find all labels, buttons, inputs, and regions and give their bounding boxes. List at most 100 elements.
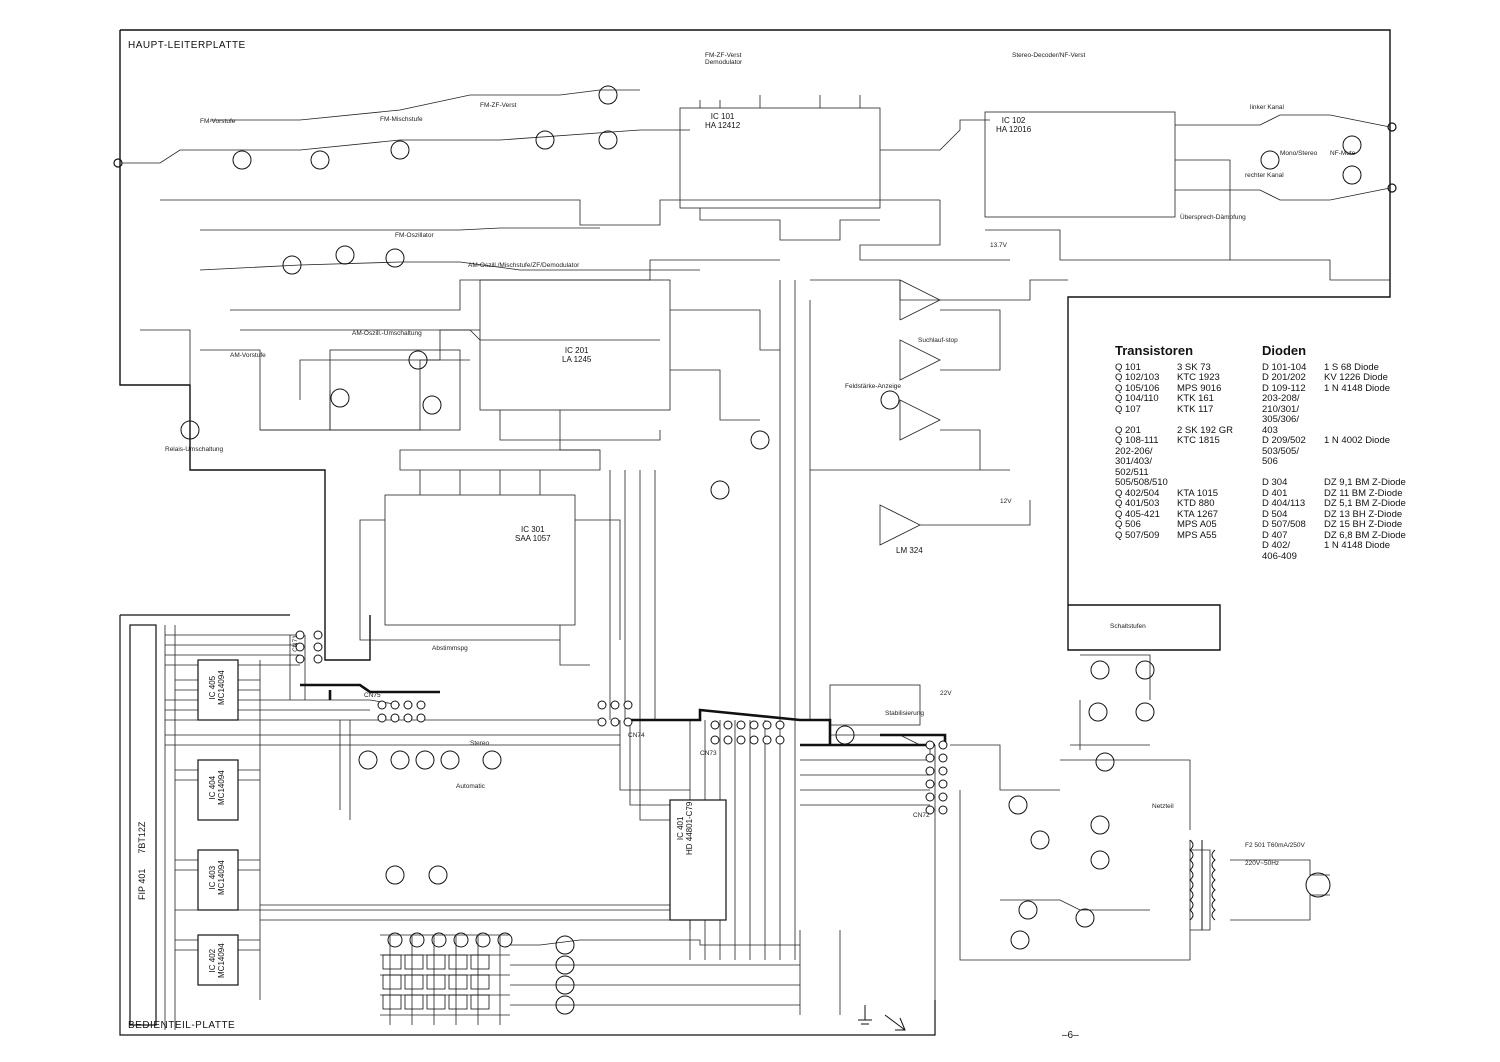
transistor-type: KTK 117 (1177, 403, 1214, 415)
diode-ref: D 209/502 (1262, 435, 1306, 446)
transistor-row: 301/403/ (1115, 456, 1233, 468)
connector-cn74: CN74 (628, 732, 645, 739)
panel-board-outline (119, 615, 936, 1036)
diode-ref: D 109-112 (1262, 382, 1306, 394)
section-fm-vorstufe: FM-Vorstufe (200, 118, 236, 125)
diode-row: D 209/502 1 N 4002 Diode (1262, 435, 1406, 447)
section-am-oszill: AM-Oszill./Mischstufe/ZF/Demodulator (468, 262, 580, 269)
ic302-label: LM 324 (896, 546, 923, 555)
supply-22v: 22V (940, 690, 952, 697)
diode-row: D 401 DZ 11 BM Z-Diode (1262, 487, 1406, 500)
diode-ref: 305/306/ (1262, 414, 1299, 425)
transistor-ref: 505/508/510 (1115, 477, 1168, 488)
diode-ref: 503/505/ (1262, 445, 1299, 457)
transistor-ref: Q 405-421 (1115, 508, 1160, 520)
section-fm-zf-demod: FM-ZF-Verst Demodulator (705, 52, 743, 66)
supply-12v: 12V (1000, 498, 1012, 505)
diode-row: 506 (1262, 456, 1406, 468)
page-number: –6– (1062, 1030, 1079, 1041)
diode-type: 1 N 4002 Diode (1324, 435, 1391, 446)
section-suchlauf: Suchlauf-stop (918, 337, 958, 344)
fip-display-body (129, 624, 157, 1026)
main-board-label: HAUPT-LEITERPLATTE (128, 40, 246, 51)
diode-row: 203-208/ (1262, 393, 1406, 405)
section-fm-mischstufe: FM-Mischstufe (380, 116, 423, 123)
section-netzteil: Netzteil (1152, 803, 1174, 810)
section-relais: Relais-Umschaltung (165, 446, 224, 453)
panel-board-label: BEDIENTEIL-PLATTE (128, 1020, 236, 1031)
ic401-body (669, 799, 727, 921)
diode-row: 403 (1262, 424, 1406, 437)
diode-type: 1 S 68 Diode (1324, 361, 1379, 373)
transistor-row (1115, 415, 1233, 426)
diode-ref: 203-208/ (1262, 393, 1300, 404)
supply-mains: 220V~50Hz (1245, 860, 1280, 867)
ic-packages (129, 624, 727, 1026)
connector-cn75: CN75 (364, 692, 381, 699)
section-uebersprech: Übersprech-Dämpfung (1180, 214, 1246, 221)
diode-legend-title: Dioden (1262, 343, 1307, 358)
transistor-type: KTC 1815 (1177, 435, 1220, 446)
fip-label: FIP 401 7BT12Z (137, 821, 147, 900)
transistor-symbols (180, 85, 1362, 1015)
diode-ref: 403 (1262, 424, 1278, 436)
diode-type: 1 N 4148 Diode (1324, 540, 1391, 551)
section-fm-oszillator: FM-Oszillator (395, 232, 434, 239)
wiring-traces (122, 89, 1391, 1030)
transistor-type: 2 SK 192 GR (1177, 424, 1233, 436)
transistor-type: KTA 1015 (1177, 487, 1219, 499)
diode-ref: D 201/202 (1262, 372, 1306, 383)
transistor-type: MPS 9016 (1177, 382, 1222, 394)
supply-13-7v: 13.7V (990, 242, 1007, 249)
transistor-ref: Q 507/509 (1115, 529, 1160, 541)
supply-fuse: F2 501 T60mA/250V (1245, 842, 1305, 849)
ic402-body (197, 934, 239, 986)
section-fm-zf-verst: FM-ZF-Verst (480, 102, 517, 109)
diode-row: D 201/202 KV 1226 Diode (1262, 372, 1406, 384)
section-abstimmspg: Abstimmspg (432, 645, 468, 652)
diode-type: DZ 13 BH Z-Diode (1324, 508, 1403, 520)
diode-ref: D 402/ (1262, 540, 1290, 551)
section-mono-stereo: Mono/Stereo (1280, 150, 1318, 157)
diode-ref: D 507/508 (1262, 519, 1306, 530)
transistor-ref: Q 506 (1115, 519, 1141, 530)
diode-ref: D 401 (1262, 487, 1288, 499)
diode-type: DZ 11 BM Z-Diode (1324, 487, 1403, 499)
diode-type: DZ 6,8 BM Z-Diode (1324, 529, 1406, 541)
diode-type: KV 1226 Diode (1324, 372, 1388, 383)
transistor-type: 3 SK 73 (1177, 361, 1211, 373)
section-linker-kanal: linker Kanal (1250, 104, 1284, 111)
transistor-ref: 301/403/ (1115, 456, 1152, 467)
transistor-ref: Q 201 (1115, 424, 1141, 436)
diode-ref: D 504 (1262, 508, 1288, 520)
section-schaltstufen: Schaltstufen (1110, 623, 1146, 630)
diode-row: 406-409 (1262, 551, 1406, 563)
bold-traces (300, 683, 947, 747)
connector-cn71: CN71 (291, 635, 299, 652)
ic404-body (197, 759, 239, 821)
board-outlines (119, 29, 1391, 1036)
input-jacks (113, 122, 1397, 193)
transistor-type: KTD 880 (1177, 498, 1215, 509)
diode-row: D 504 DZ 13 BH Z-Diode (1262, 508, 1406, 521)
